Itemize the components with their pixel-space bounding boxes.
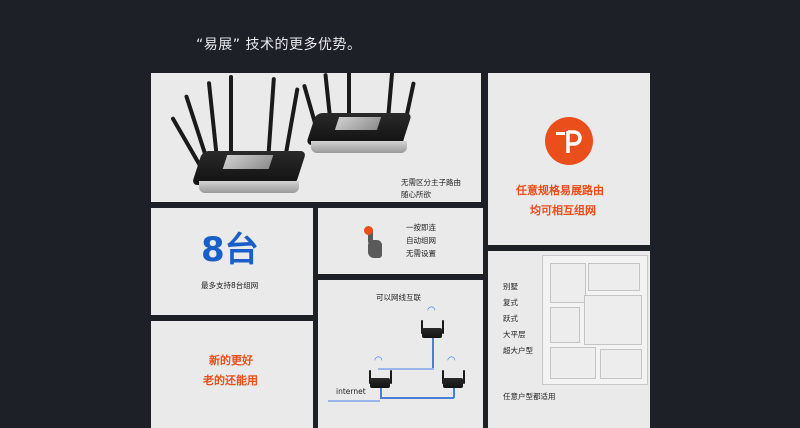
one-key-line1: 一按即连: [406, 223, 436, 232]
card-one-key: 一按即连 自动组网 无需设置: [318, 208, 483, 274]
compat-line1: 新的更好: [209, 354, 253, 367]
card-compatibility: 新的更好 老的还能用: [151, 321, 313, 428]
house-type-3: 大平层: [503, 330, 526, 339]
card-device-count: 8台 最多支持8台组网: [151, 208, 313, 315]
wired-title: 可以网线互联: [376, 293, 421, 302]
card-mesh-logo: 任意规格易展路由 均可相互组网: [488, 73, 650, 245]
house-type-1: 复式: [503, 298, 518, 307]
house-caption: 任意户型都适用: [503, 392, 556, 401]
logo-card-line1: 任意规格易展路由: [516, 184, 604, 197]
card-routers: 无需区分主子路由 随心所欲: [151, 73, 481, 202]
easymesh-logo-icon: [545, 117, 593, 165]
house-type-0: 别墅: [503, 282, 518, 291]
page-headline: “易展” 技术的更多优势。: [196, 37, 362, 53]
card-house-types: 别墅 复式 跃式 大平层 超大户型 任意户型都适用: [488, 251, 650, 428]
house-type-2: 跃式: [503, 314, 518, 323]
routers-caption-line1: 无需区分主子路由: [401, 178, 461, 187]
one-key-line2: 自动组网: [406, 236, 436, 245]
card-wired-backhaul: 可以网线互联 ◠ ◠ ◠ internet: [318, 280, 483, 428]
hand-press-icon: [360, 226, 388, 260]
internet-label: internet: [336, 387, 366, 396]
compat-line2: 老的还能用: [203, 374, 258, 387]
device-count-caption: 最多支持8台组网: [201, 281, 259, 290]
routers-caption-line2: 随心所欲: [401, 190, 431, 199]
device-count-number: 8台: [201, 230, 259, 270]
house-type-4: 超大户型: [503, 346, 533, 355]
logo-card-line2: 均可相互组网: [530, 204, 596, 217]
one-key-line3: 无需设置: [406, 249, 436, 258]
